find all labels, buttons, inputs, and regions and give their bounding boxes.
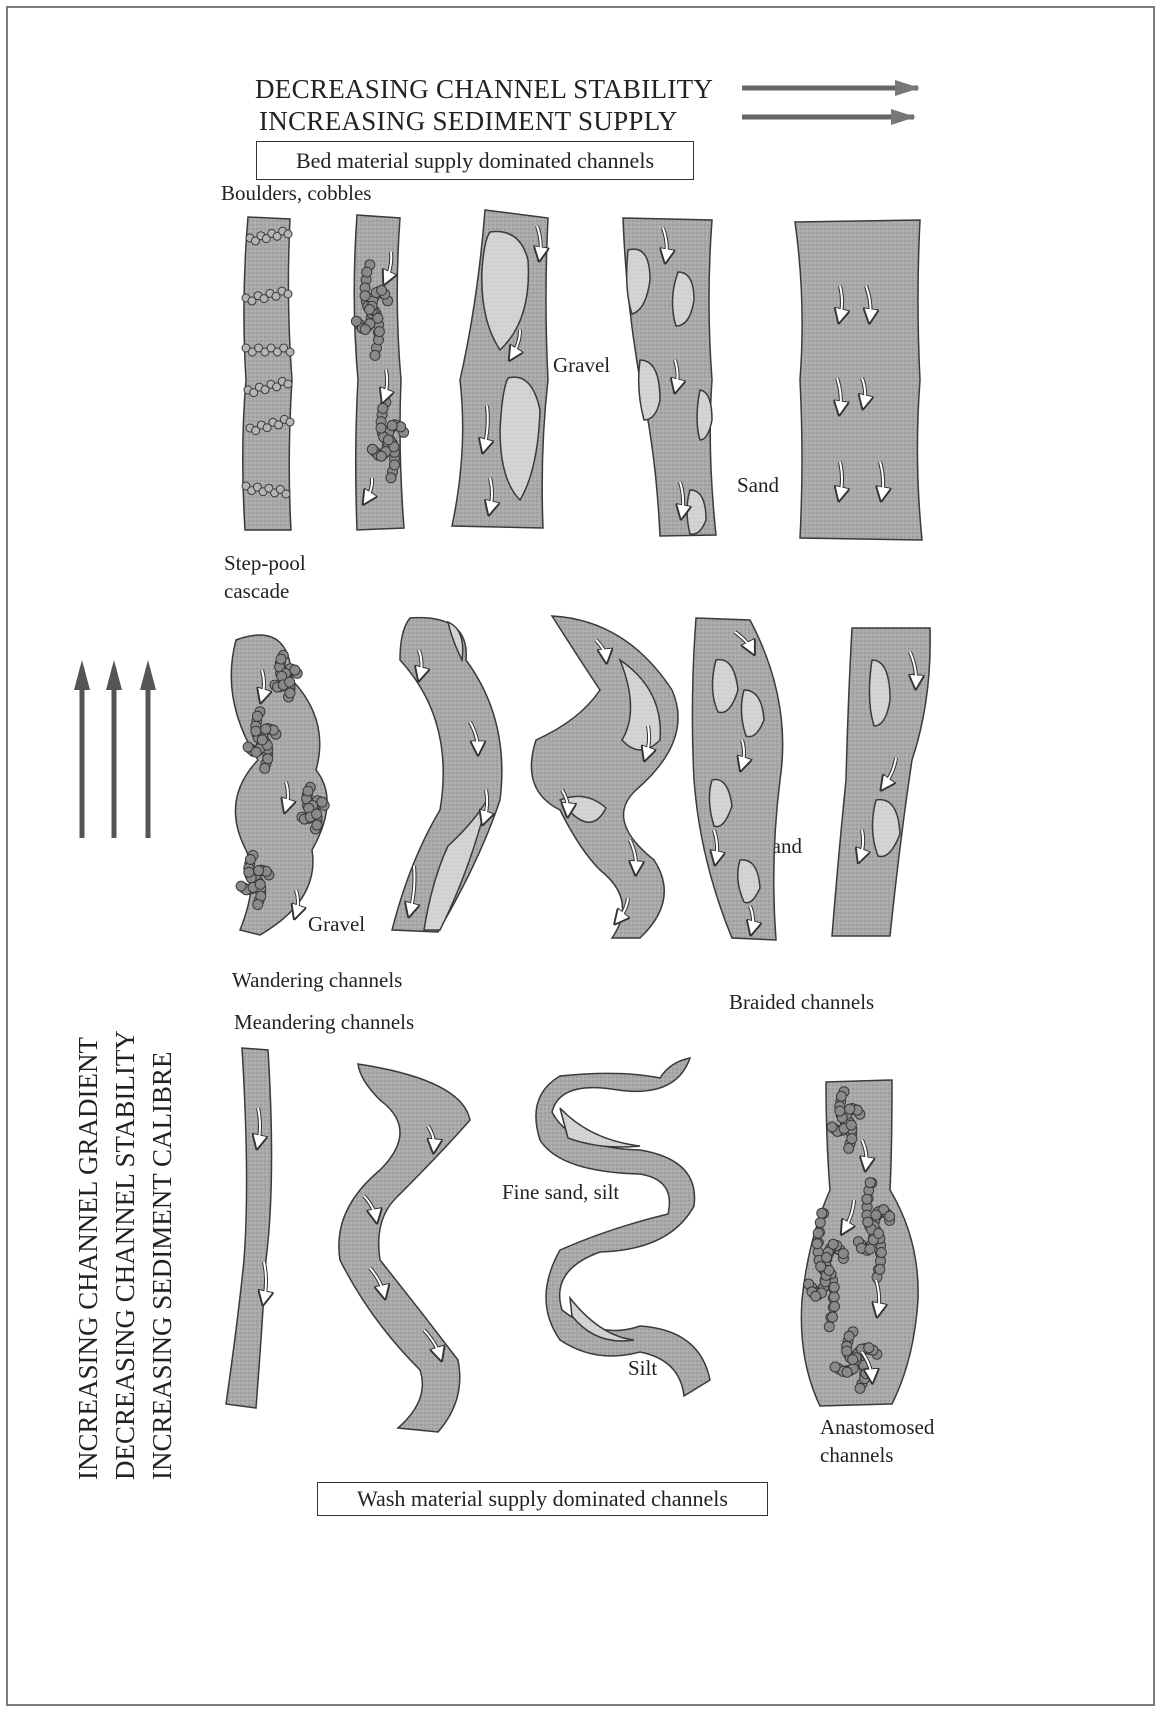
channel-sand-bed xyxy=(795,220,922,540)
anastomosed-clast xyxy=(828,1312,838,1322)
cascade-clast xyxy=(362,267,372,277)
anastomosed-clast xyxy=(865,1244,875,1254)
step-clast xyxy=(251,726,261,736)
anastomosed-clast xyxy=(865,1178,875,1188)
anastomosed-clast xyxy=(875,1264,885,1274)
step-clast xyxy=(245,855,255,865)
anastomosed-clast xyxy=(830,1362,840,1372)
anastomosed-clast xyxy=(815,1218,825,1228)
channel-meandering xyxy=(339,1064,470,1432)
channel-tortuous-meander xyxy=(536,1058,710,1396)
channel-braided-sand xyxy=(692,618,782,940)
anastomosed-clast xyxy=(828,1239,838,1249)
cascade-clast xyxy=(360,325,370,335)
anastomosed-clast xyxy=(842,1367,852,1377)
step-clast xyxy=(260,763,270,773)
cascade-clast xyxy=(383,435,393,445)
anastomosed-clast xyxy=(827,1122,837,1132)
cascade-clast xyxy=(376,423,386,433)
anastomosed-clast xyxy=(846,1120,856,1130)
anastomosed-clast xyxy=(871,1210,881,1220)
anastomosed-clast xyxy=(885,1211,895,1221)
anastomosed-clast xyxy=(844,1331,854,1341)
step-clast xyxy=(244,867,254,877)
step-clast xyxy=(254,866,264,876)
cascade-clast xyxy=(351,316,361,326)
anastomosed-clast xyxy=(855,1383,865,1393)
step-clast xyxy=(286,348,294,356)
step-clast xyxy=(261,724,271,734)
anastomosed-clast xyxy=(812,1239,822,1249)
step-clast xyxy=(286,418,294,426)
step-clast xyxy=(252,711,262,721)
anastomosed-clast xyxy=(842,1346,852,1356)
step-clast xyxy=(317,797,327,807)
cascade-clast xyxy=(370,350,380,360)
header-arrows xyxy=(742,80,920,125)
cascade-clast xyxy=(378,403,388,413)
cascade-clast xyxy=(367,444,377,454)
step-clast xyxy=(312,820,322,830)
step-clast xyxy=(255,879,265,889)
anastomosed-clast xyxy=(835,1106,845,1116)
cascade-clast xyxy=(377,285,387,295)
step-clast xyxy=(276,654,286,664)
step-clast xyxy=(284,230,292,238)
anastomosed-clast xyxy=(829,1282,839,1292)
step-clast xyxy=(312,809,322,819)
channel-step-pool-1 xyxy=(243,217,292,530)
anastomosed-clast xyxy=(836,1091,846,1101)
channel-cascade-1 xyxy=(354,215,404,530)
anastomosed-clast xyxy=(848,1355,858,1365)
cascade-clast xyxy=(387,421,397,431)
anastomosed-clast xyxy=(876,1248,886,1258)
anastomosed-clast xyxy=(845,1104,855,1114)
step-clast xyxy=(284,290,292,298)
anastomosed-clast xyxy=(838,1249,848,1259)
step-clast xyxy=(251,747,261,757)
anastomosed-clast xyxy=(847,1134,857,1144)
step-clast xyxy=(236,881,246,891)
cascade-clast xyxy=(386,473,396,483)
anastomosed-clast xyxy=(874,1228,884,1238)
anastomosed-clast xyxy=(862,1194,872,1204)
anastomosed-clast xyxy=(813,1228,823,1238)
step-clast xyxy=(285,677,295,687)
cascade-clast xyxy=(390,460,400,470)
anastomosed-clast xyxy=(864,1343,874,1353)
anastomosed-clast xyxy=(816,1262,826,1272)
anastomosed-clast xyxy=(824,1322,834,1332)
cascade-clast xyxy=(365,304,375,314)
step-clast xyxy=(282,490,290,498)
anastomosed-clast xyxy=(811,1291,821,1301)
anastomosed-clast xyxy=(844,1143,854,1153)
anastomosed-clast xyxy=(863,1217,873,1227)
step-clast xyxy=(257,735,267,745)
cascade-clast xyxy=(360,291,370,301)
anastomosed-clast xyxy=(829,1292,839,1302)
channel-wandering-2 xyxy=(531,616,678,938)
anastomosed-clast xyxy=(817,1208,827,1218)
anastomosed-clast xyxy=(830,1301,840,1311)
anastomosed-clast xyxy=(822,1253,832,1263)
cascade-clast xyxy=(374,327,384,337)
cascade-clast xyxy=(376,451,386,461)
step-clast xyxy=(284,380,292,388)
vertical-arrows xyxy=(74,660,156,838)
step-clast xyxy=(285,688,295,698)
step-clast xyxy=(290,665,300,675)
channel-straight xyxy=(226,1048,272,1408)
step-clast xyxy=(263,754,273,764)
step-clast xyxy=(253,900,263,910)
step-clast xyxy=(303,786,313,796)
